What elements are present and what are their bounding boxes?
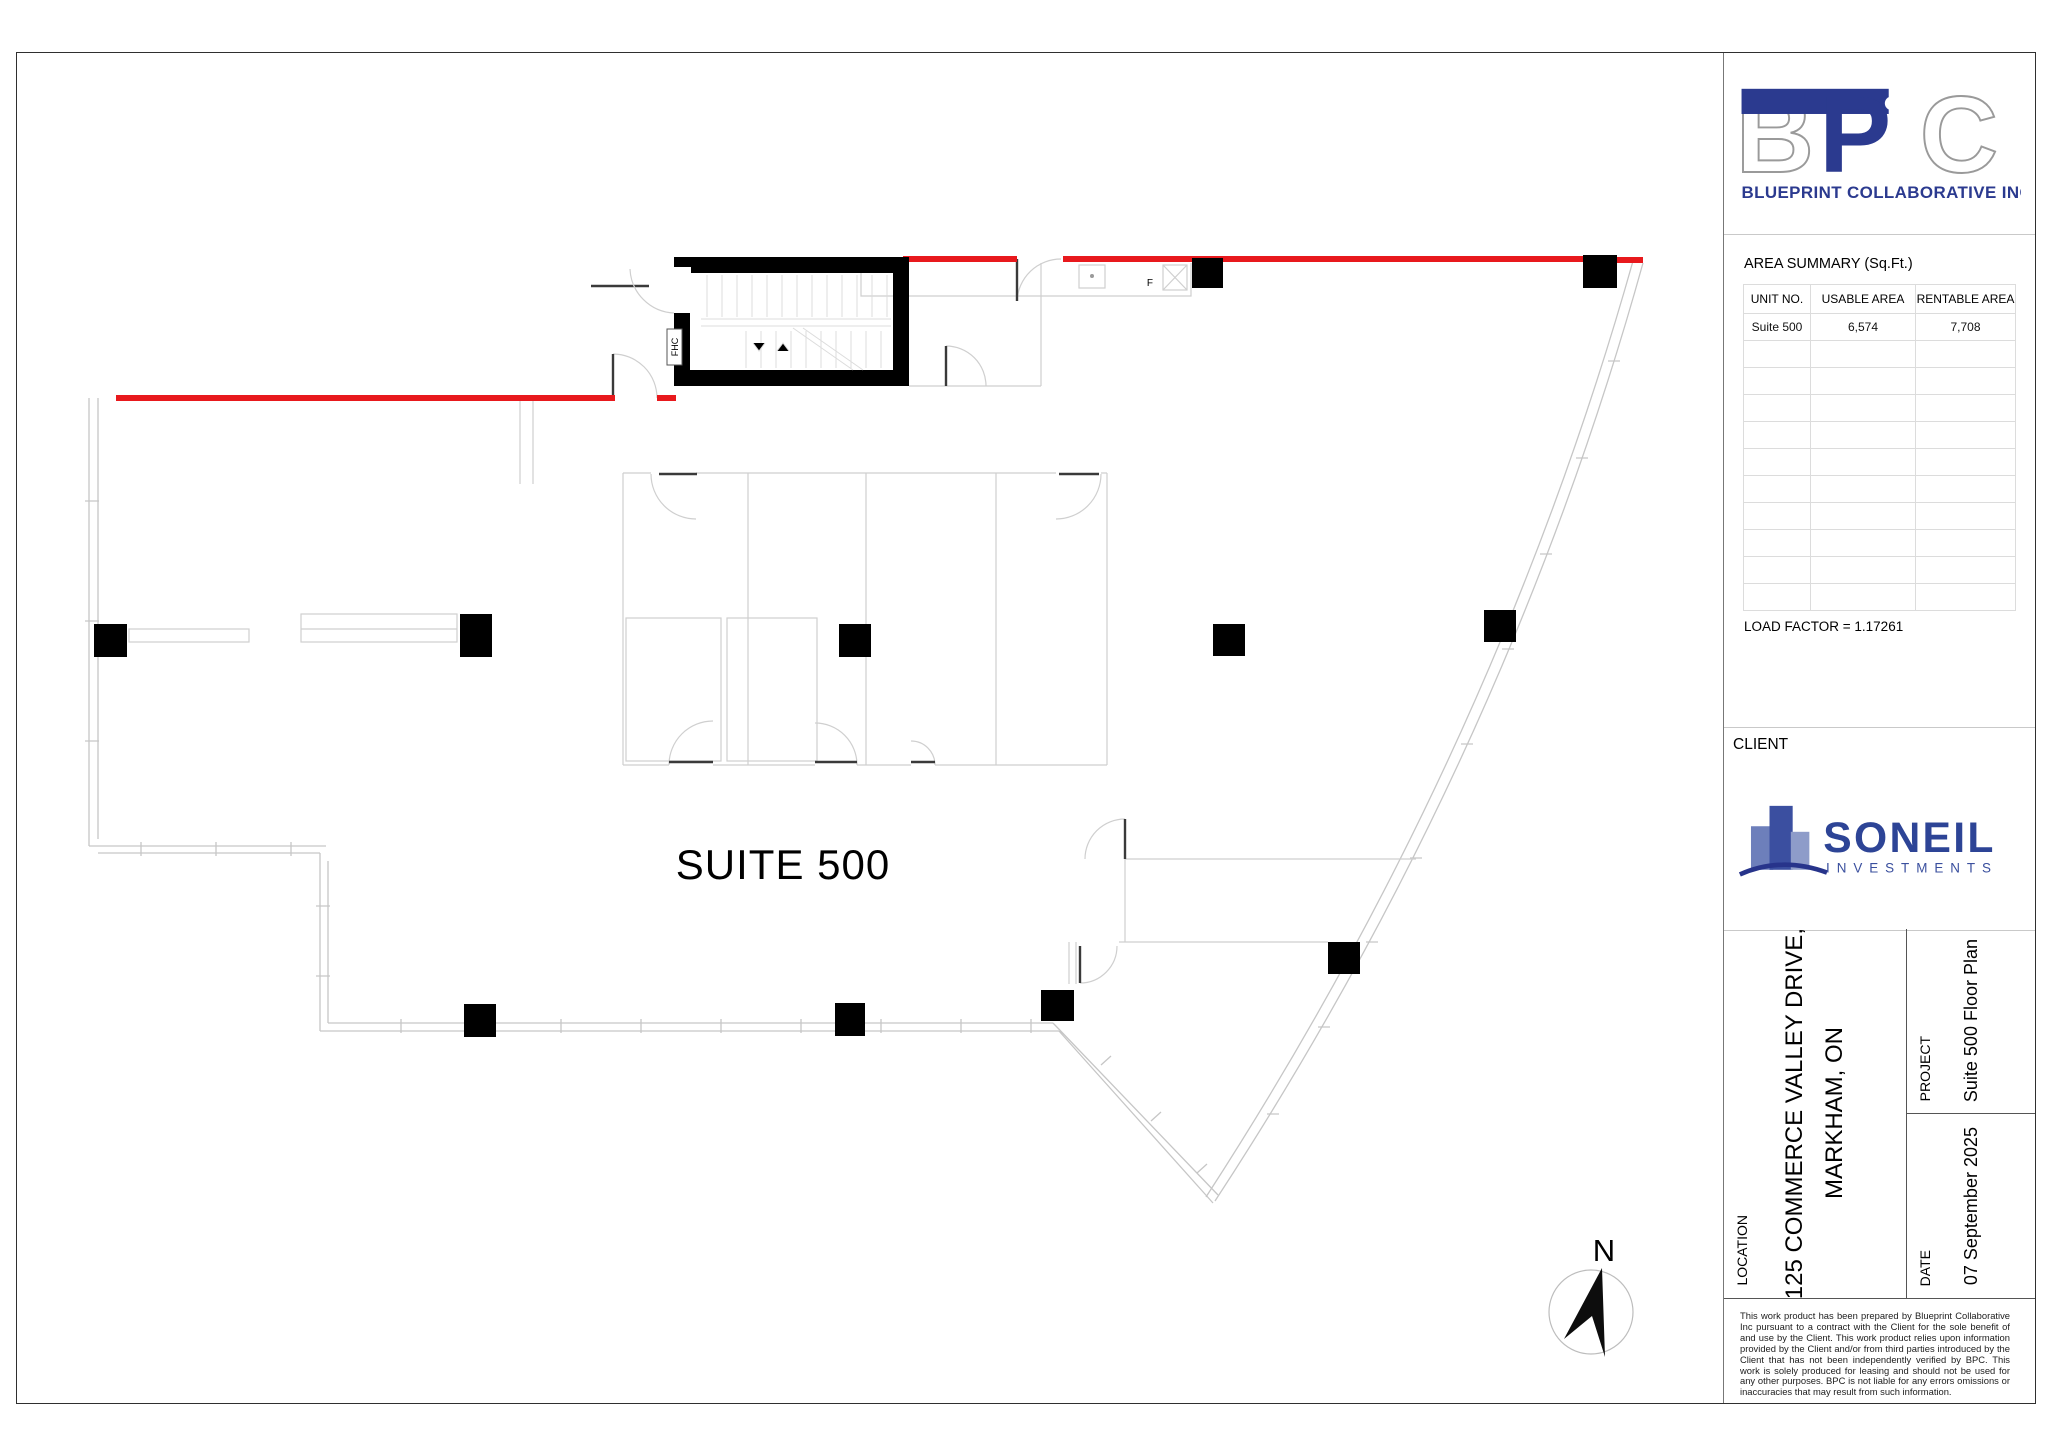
table-row-empty xyxy=(1743,583,2016,611)
soneil-building-left xyxy=(1750,826,1774,870)
date-value: 07 September 2025 xyxy=(1960,1126,1981,1286)
area-table-header-row: UNIT NO. USABLE AREA RENTABLE AREA xyxy=(1743,284,2016,314)
north-arrow-needle xyxy=(1564,1268,1605,1357)
stair-treads xyxy=(701,275,891,371)
usable-cell: 6,574 xyxy=(1810,313,1916,341)
area-summary-title: AREA SUMMARY (Sq.Ft.) xyxy=(1744,256,1913,272)
date-cell: DATE 07 September 2025 xyxy=(1907,1114,2035,1298)
floor-plan-drawing: FHC F SUITE 500 xyxy=(85,255,1644,1357)
north-label: N xyxy=(1593,1233,1615,1268)
soneil-building-tall xyxy=(1769,805,1793,870)
door-leaves xyxy=(591,259,1127,983)
bpc-logo: B P C BLUEPRINT COLLABORATIVE INC xyxy=(1739,83,2021,202)
load-factor-note: LOAD FACTOR = 1.17261 xyxy=(1744,619,1904,634)
project-value: Suite 500 Floor Plan xyxy=(1960,939,1981,1103)
bpc-logo-letter-c: C xyxy=(1919,83,1997,195)
exterior-walls xyxy=(85,260,1644,1204)
unit-cell: Suite 500 xyxy=(1743,313,1811,341)
table-row-empty xyxy=(1743,502,2016,530)
area-summary-section: AREA SUMMARY (Sq.Ft.) UNIT NO. USABLE AR… xyxy=(1724,234,2035,727)
suite-label: SUITE 500 xyxy=(676,841,890,888)
stair-door-opening xyxy=(672,267,691,313)
col-header-usable: USABLE AREA xyxy=(1810,284,1916,314)
structural-columns xyxy=(94,255,1617,1037)
fridge-label: F xyxy=(1147,278,1153,289)
drawing-sheet-border: FHC F SUITE 500 xyxy=(16,52,2036,1404)
client-section-label: CLIENT xyxy=(1733,736,1789,753)
soneil-building-right xyxy=(1790,831,1810,870)
fire-hose-cabinet-label: FHC xyxy=(670,337,680,356)
soneil-logo: SONEIL INVESTMENTS xyxy=(1738,805,1998,877)
bpc-logo-section: B P C BLUEPRINT COLLABORATIVE INC xyxy=(1724,53,2035,235)
table-row-empty xyxy=(1743,448,2016,476)
title-block-grid: LOCATION 125 COMMERCE VALLEY DRIVE, MARK… xyxy=(1724,927,2035,1300)
bpc-logo-letter-p: P xyxy=(1819,83,1891,195)
demising-lines-red xyxy=(116,256,1643,401)
soneil-logo-swoosh xyxy=(1738,862,1828,877)
fire-hose-cabinet xyxy=(666,328,683,366)
location-line1: 125 COMMERCE VALLEY DRIVE, xyxy=(1781,927,1808,1300)
table-row-empty xyxy=(1743,421,2016,449)
col-header-unit: UNIT NO. xyxy=(1743,284,1811,314)
stairwell: FHC xyxy=(629,257,909,386)
bpc-logo-bar xyxy=(1741,88,1889,114)
table-row-empty xyxy=(1743,367,2016,395)
north-arrow: N xyxy=(1548,1233,1634,1357)
disclaimer-section: This work product has been prepared by B… xyxy=(1724,1298,2035,1403)
client-section: CLIENT SONEIL INVESTMENTS xyxy=(1724,727,2035,931)
location-value: 125 COMMERCE VALLEY DRIVE, MARKHAM, ON xyxy=(1724,927,1906,1300)
col-header-rentable: RENTABLE AREA xyxy=(1915,284,2016,314)
location-line2: MARKHAM, ON xyxy=(1821,1027,1848,1200)
table-row-empty xyxy=(1743,394,2016,422)
soneil-logo-name: SONEIL xyxy=(1823,814,1996,862)
area-summary-table: UNIT NO. USABLE AREA RENTABLE AREA Suite… xyxy=(1743,284,2016,611)
table-row-empty xyxy=(1743,556,2016,584)
table-row: Suite 500 6,574 7,708 xyxy=(1743,313,2016,341)
project-cell: PROJECT Suite 500 Floor Plan xyxy=(1907,929,2035,1114)
bpc-logo-notch xyxy=(1884,96,1922,110)
rentable-cell: 7,708 xyxy=(1915,313,2016,341)
table-row-empty xyxy=(1743,340,2016,368)
table-row-empty xyxy=(1743,475,2016,503)
soneil-logo-subname: INVESTMENTS xyxy=(1826,861,1998,876)
interior-partitions xyxy=(128,258,1416,984)
location-cell: LOCATION 125 COMMERCE VALLEY DRIVE, MARK… xyxy=(1724,927,1907,1300)
table-row-empty xyxy=(1743,529,2016,557)
disclaimer-text: This work product has been prepared by B… xyxy=(1740,1310,2010,1398)
title-block-sidebar: B P C BLUEPRINT COLLABORATIVE INC AREA S… xyxy=(1723,53,2035,1403)
bpc-logo-wordmark: BLUEPRINT COLLABORATIVE INC xyxy=(1741,183,2020,202)
sink-symbol xyxy=(1090,274,1094,278)
